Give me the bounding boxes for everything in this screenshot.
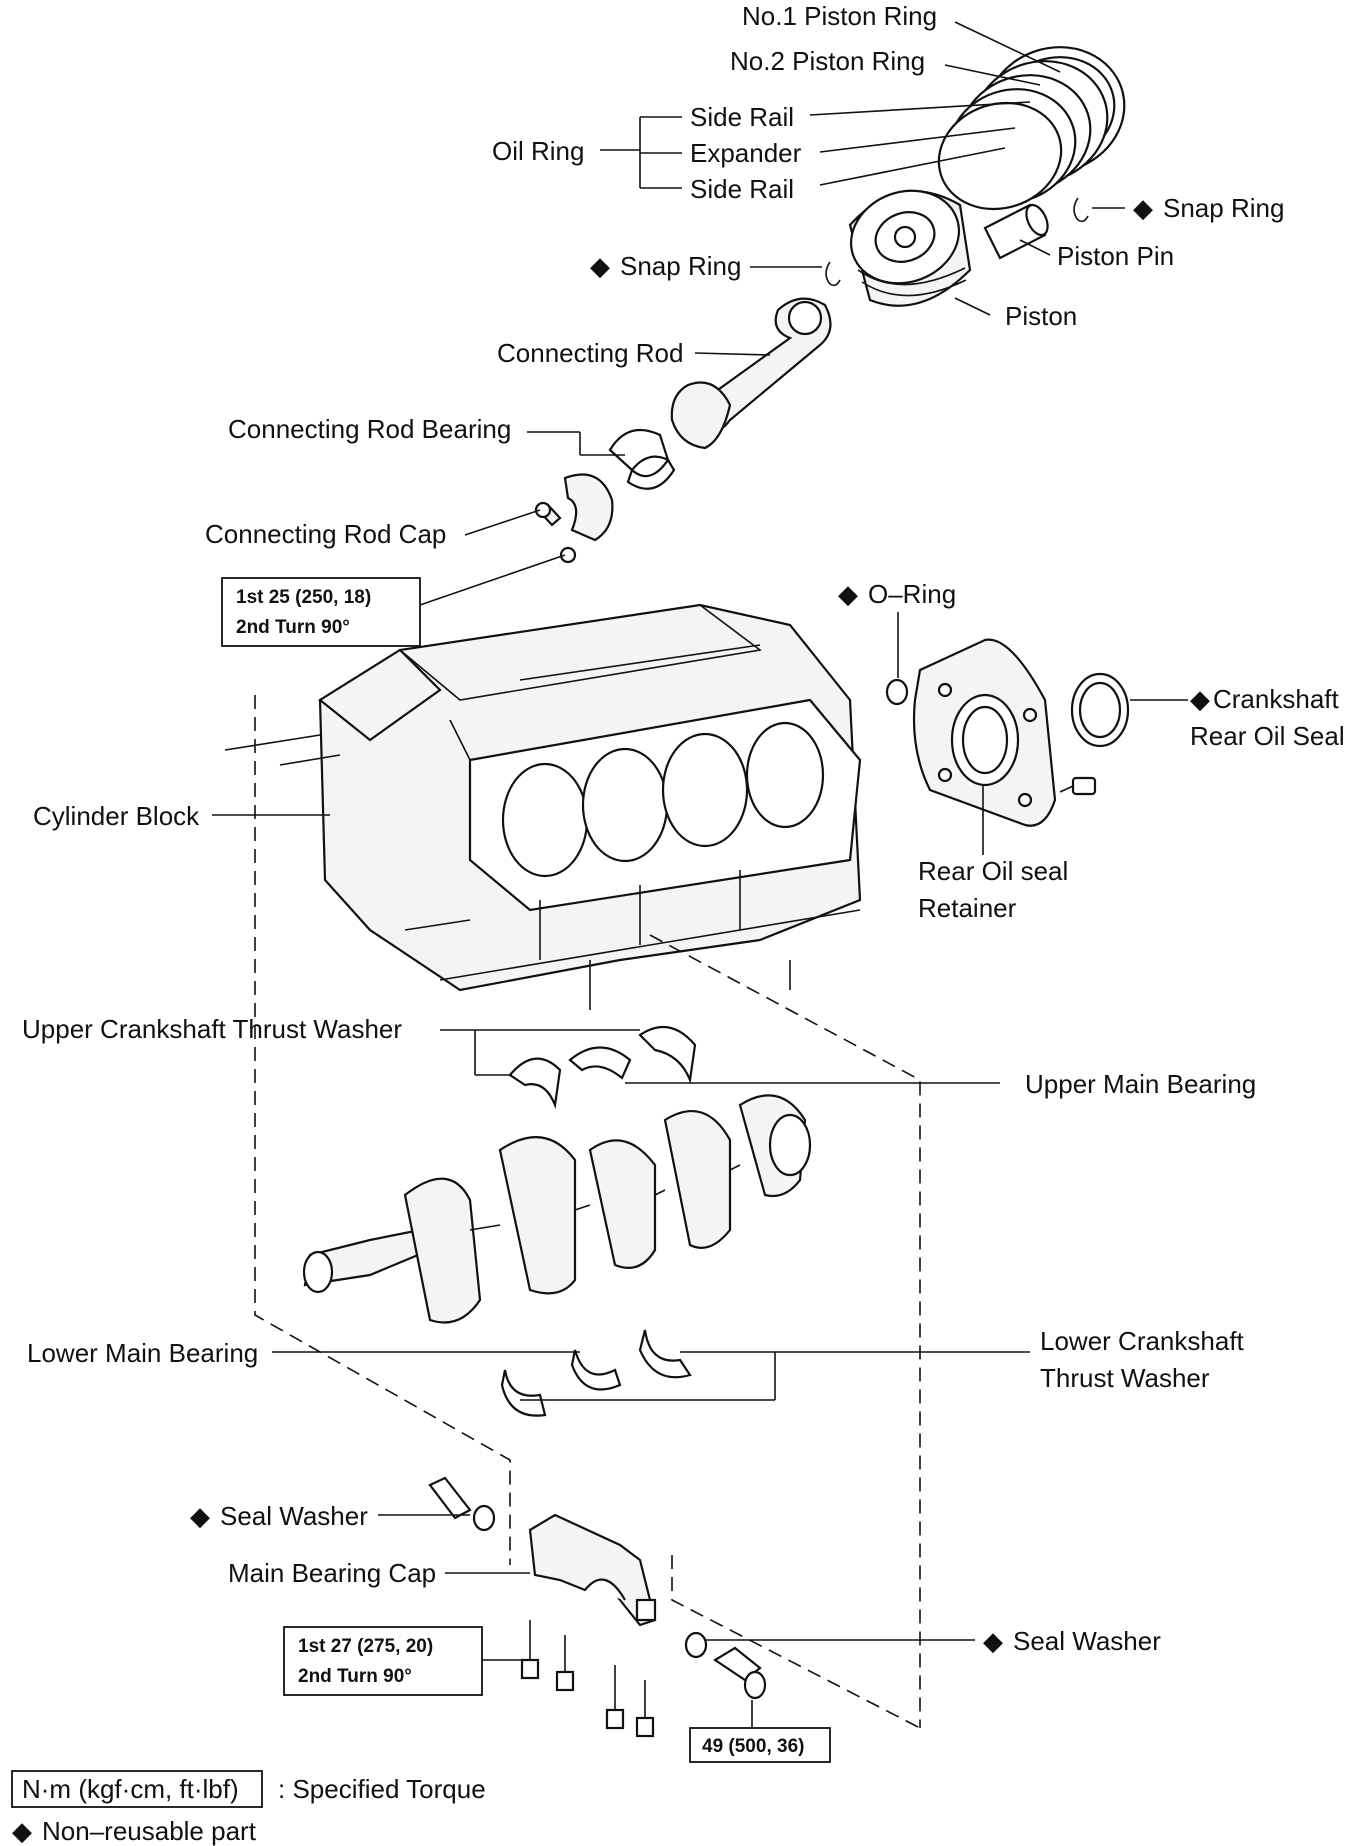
connecting-rod-cap-drawing [534,473,614,564]
crankshaft-rear-oil-seal-marker: ◆ [1190,684,1210,714]
upper-bearings-drawing [508,1025,697,1110]
rear-oil-seal-retainer-label-1: Rear Oil seal [918,856,1068,886]
main-bearing-cap-label: Main Bearing Cap [228,1558,436,1588]
crankshaft-rear-oil-seal-label-1: Crankshaft [1213,684,1339,714]
connecting-rod-drawing [670,297,832,450]
piston-pin-label: Piston Pin [1057,241,1174,271]
snap-ring-right-drawing [1073,197,1089,223]
seal-washer-left-drawing [428,1476,496,1532]
assembly-dashed-lines [254,695,921,1729]
lower-crankshaft-thrust-washer-label-1: Lower Crankshaft [1040,1326,1245,1356]
rear-oil-seal-retainer-label-2: Retainer [918,893,1017,923]
piston-pin-drawing [983,203,1049,260]
legend-nonreusable-marker: ◆ [12,1816,32,1846]
piston-rings-drawing [937,46,1126,211]
main-bearing-bolts-drawing [520,1620,655,1738]
lower-bearings-drawing [500,1329,692,1417]
oil-ring-label: Oil Ring [492,136,584,166]
rear-oil-seal-retainer-drawing [912,638,1057,827]
seal-washer-right-drawing [684,1631,767,1700]
connecting-rod-cap-label: Connecting Rod Cap [205,519,446,549]
side-rail-top-label: Side Rail [690,102,794,132]
legend: N·m (kgf·cm, ft·lbf) : Specified Torque … [11,1770,486,1846]
legend-torque-desc: : Specified Torque [278,1774,486,1804]
main-cap-torque-box: 1st 27 (275, 20) 2nd Turn 90° [283,1626,483,1696]
snap-ring-left-label: Snap Ring [620,251,741,281]
upper-crankshaft-thrust-washer-label: Upper Crankshaft Thrust Washer [22,1014,402,1044]
expander-label: Expander [690,138,802,168]
seal-washer-left-label: Seal Washer [220,1501,368,1531]
main-cap-torque-line1: 1st 27 (275, 20) [298,1636,433,1657]
legend-torque-unit: N·m (kgf·cm, ft·lbf) [22,1774,239,1804]
o-ring-marker: ◆ [838,579,858,609]
crankshaft-drawing [302,1094,812,1324]
snap-ring-left-marker: ◆ [590,251,610,281]
snap-ring-right-marker: ◆ [1133,193,1153,223]
cylinder-block-label: Cylinder Block [33,801,200,831]
no2-piston-ring-label: No.2 Piston Ring [730,46,925,76]
side-rail-bottom-label: Side Rail [690,174,794,204]
snap-ring-left-drawing [825,261,841,287]
crankshaft-rear-oil-seal-label-2: Rear Oil Seal [1190,721,1345,751]
retainer-bolt-drawing [1059,776,1097,796]
piston-drawing [848,189,972,307]
crankshaft-rear-oil-seal-drawing [1070,672,1130,748]
connecting-rod-bearing-label: Connecting Rod Bearing [228,414,511,444]
seal-washer-right-label: Seal Washer [1013,1626,1161,1656]
lower-main-bearing-label: Lower Main Bearing [27,1338,258,1368]
upper-main-bearing-label: Upper Main Bearing [1025,1069,1256,1099]
seal-washer-left-marker: ◆ [190,1501,210,1531]
o-ring-drawing [885,678,909,706]
rod-cap-torque-line1: 1st 25 (250, 18) [236,587,371,608]
side-bolt-torque-box: 49 (500, 36) [689,1727,831,1763]
leader-lines [212,21,1188,1728]
main-cap-torque-line2: 2nd Turn 90° [298,1666,412,1687]
lower-crankshaft-thrust-washer-label-2: Thrust Washer [1040,1363,1210,1393]
side-bolt-torque-value: 49 (500, 36) [702,1736,804,1757]
rod-cap-torque-box: 1st 25 (250, 18) 2nd Turn 90° [221,577,421,647]
o-ring-label: O–Ring [868,579,956,609]
legend-nonreusable-label: Non–reusable part [42,1816,257,1846]
rod-cap-torque-line2: 2nd Turn 90° [236,617,350,638]
cylinder-block-drawing [224,603,862,1010]
connecting-rod-bearing-drawing [608,428,676,490]
seal-washer-right-marker: ◆ [983,1626,1003,1656]
connecting-rod-label: Connecting Rod [497,338,683,368]
main-bearing-cap-drawing [528,1513,657,1627]
snap-ring-right-label: Snap Ring [1163,193,1284,223]
no1-piston-ring-label: No.1 Piston Ring [742,1,937,31]
piston-label: Piston [1005,301,1077,331]
